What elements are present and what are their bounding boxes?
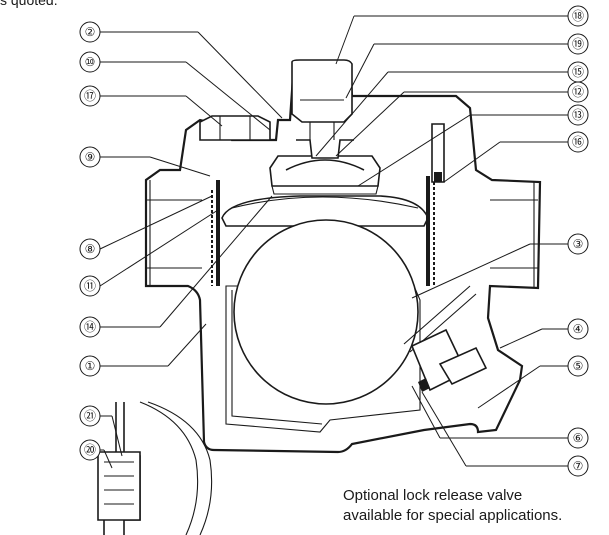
float-ball xyxy=(233,219,419,405)
svg-text:⑭: ⑭ xyxy=(84,320,96,334)
separator-dome xyxy=(221,195,429,227)
callout-2: ② xyxy=(79,21,101,43)
svg-text:⑫: ⑫ xyxy=(572,85,584,99)
svg-text:⑤: ⑤ xyxy=(573,359,584,373)
svg-text:③: ③ xyxy=(573,237,584,251)
header-text-fragment: s quoted. xyxy=(0,0,58,8)
svg-text:⑬: ⑬ xyxy=(572,108,584,122)
callout-17: ⑰ xyxy=(79,85,101,107)
svg-text:⑲: ⑲ xyxy=(572,37,584,51)
callout-3: ③ xyxy=(567,233,589,255)
svg-text:④: ④ xyxy=(573,322,584,336)
callout-4: ④ xyxy=(567,318,589,340)
thermostatic-element xyxy=(269,139,381,195)
svg-text:⑨: ⑨ xyxy=(85,150,96,164)
svg-text:⑩: ⑩ xyxy=(85,55,96,69)
top-cover xyxy=(291,59,353,140)
svg-text:⑰: ⑰ xyxy=(84,89,96,103)
callout-15: ⑮ xyxy=(567,61,589,83)
callout-13: ⑬ xyxy=(567,104,589,126)
svg-text:⑥: ⑥ xyxy=(573,431,584,445)
note-line-2: available for special applications. xyxy=(343,507,563,524)
svg-text:⑪: ⑪ xyxy=(84,279,96,293)
hex-plug xyxy=(199,115,271,141)
lock-release-valve-inset xyxy=(97,401,213,535)
lock-release-valve-note: Optional lock release valve available fo… xyxy=(343,486,562,526)
callout-16: ⑯ xyxy=(567,131,589,153)
callout-18: ⑱ xyxy=(567,5,589,27)
svg-text:⑮: ⑮ xyxy=(572,65,584,79)
strainer-screen xyxy=(211,176,435,286)
callout-12: ⑫ xyxy=(567,81,589,103)
callouts: ② ⑩ ⑰ ⑨ ⑧ ⑪ ⑭ ① ㉑ ⑳ ⑱ ⑲ ⑮ ⑫ ⑬ ⑯ ③ ④ ⑤ ⑥ … xyxy=(79,5,589,477)
callout-6: ⑥ xyxy=(567,427,589,449)
svg-text:⑧: ⑧ xyxy=(85,242,96,256)
callout-8: ⑧ xyxy=(79,238,101,260)
callout-11: ⑪ xyxy=(79,275,101,297)
svg-text:①: ① xyxy=(85,359,96,373)
callout-14: ⑭ xyxy=(79,316,101,338)
svg-text:②: ② xyxy=(85,25,96,39)
callout-5: ⑤ xyxy=(567,355,589,377)
svg-text:⑱: ⑱ xyxy=(572,9,584,23)
svg-text:㉑: ㉑ xyxy=(84,409,96,423)
main-valve-seat xyxy=(410,328,488,392)
callout-20: ⑳ xyxy=(79,439,101,461)
callout-10: ⑩ xyxy=(79,51,101,73)
svg-text:⑳: ⑳ xyxy=(84,443,96,457)
callout-7: ⑦ xyxy=(567,455,589,477)
callout-19: ⑲ xyxy=(567,33,589,55)
callout-1: ① xyxy=(79,355,101,377)
note-line-1: Optional lock release valve xyxy=(343,487,523,504)
svg-text:⑦: ⑦ xyxy=(573,459,584,473)
svg-text:⑯: ⑯ xyxy=(572,135,584,149)
callout-9: ⑨ xyxy=(79,146,101,168)
callout-21: ㉑ xyxy=(79,405,101,427)
leader-lines xyxy=(99,15,568,469)
